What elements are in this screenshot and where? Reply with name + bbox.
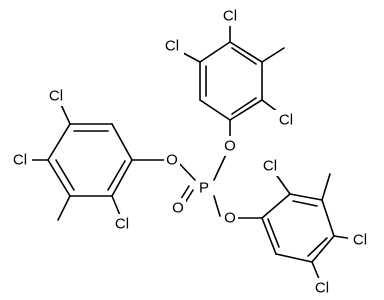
atom-p: P [199, 180, 209, 197]
atom-cl-left-3: Cl [115, 216, 129, 233]
atom-o-double: O [172, 200, 184, 217]
atom-o-top: O [224, 138, 236, 155]
atom-cl-right-2: Cl [353, 232, 367, 249]
atom-cl-left-2: Cl [13, 152, 27, 169]
top-ring [171, 19, 287, 147]
atom-labels: Cl Cl Cl Cl Cl Cl Cl Cl Cl O O O O P [8, 6, 372, 298]
atom-cl-top-2: Cl [223, 8, 237, 25]
right-ring [229, 165, 361, 287]
atom-cl-right-3: Cl [315, 280, 329, 297]
atom-cl-left-1: Cl [49, 88, 63, 105]
atom-o-right: O [224, 210, 236, 227]
atom-cl-top-1: Cl [165, 38, 179, 55]
atom-cl-right-1: Cl [263, 158, 277, 175]
atom-o-left: O [166, 152, 178, 169]
left-ring [21, 97, 165, 221]
atom-cl-top-3: Cl [279, 112, 293, 129]
